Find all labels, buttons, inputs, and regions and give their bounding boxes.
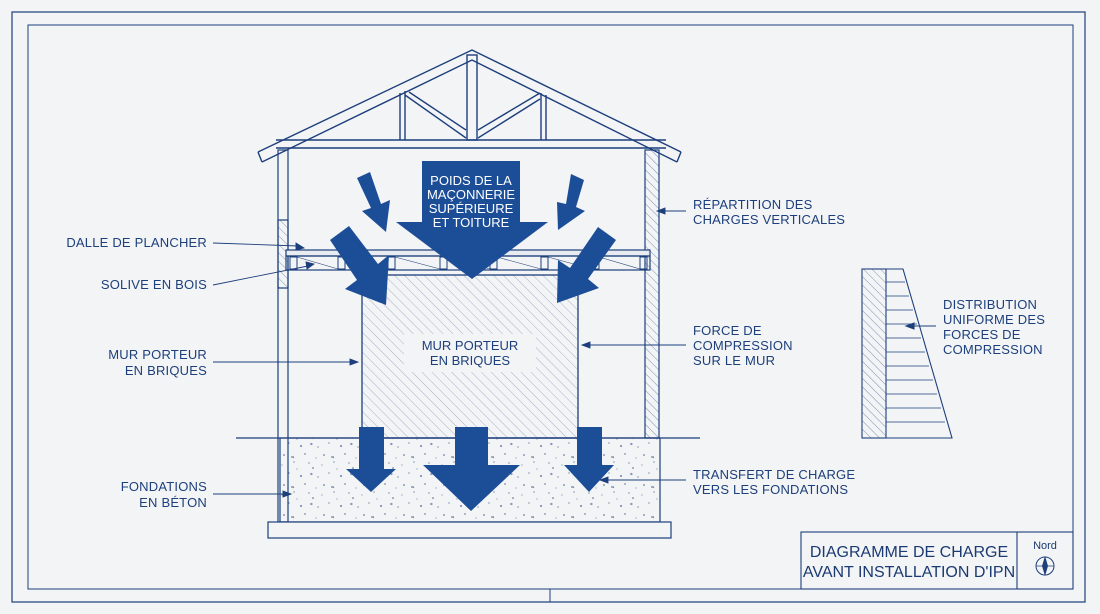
load-arrows (330, 161, 616, 511)
north-label: Nord (1033, 540, 1057, 552)
roof-truss (257, 49, 682, 163)
wall-label-line1: MUR PORTEUR (422, 338, 519, 353)
title-block (800, 531, 1074, 590)
label-foundation-line2: EN BÉTON (139, 495, 207, 510)
label-bearing-wall-line2: EN BRIQUES (125, 363, 207, 378)
main-arrow-line3: SUPÉRIEURE (429, 201, 514, 216)
diag-arrow-left (330, 226, 389, 305)
label-wood-joist: SOLIVE EN BOIS (101, 277, 207, 292)
label-uniform-line2: UNIFORME DES (943, 312, 1045, 327)
label-uniform-line4: COMPRESSION (943, 342, 1043, 357)
title-line1: DIAGRAMME DE CHARGE (810, 544, 1008, 561)
foundation-arrow-left (346, 427, 396, 492)
wall-label-backdrop (404, 334, 536, 372)
label-compression-line3: SUR LE MUR (693, 353, 775, 368)
foundation-arrow-center (423, 427, 520, 511)
label-bearing-wall-line1: MUR PORTEUR (108, 347, 207, 362)
label-distribution-line2: CHARGES VERTICALES (693, 212, 845, 227)
main-arrow-line1: POIDS DE LA (430, 173, 512, 188)
left-leaders (212, 242, 360, 498)
main-load-arrow (396, 161, 548, 279)
label-compression-line1: FORCE DE (693, 323, 762, 338)
label-transfer-line1: TRANSFERT DE CHARGE (693, 467, 855, 482)
foundation-footing (267, 521, 672, 539)
small-arrow-left (357, 172, 390, 232)
label-transfer-line2: VERS LES FONDATIONS (693, 482, 848, 497)
outer-border (11, 11, 1086, 603)
compass-icon (1035, 556, 1055, 576)
label-floor-slab: DALLE DE PLANCHER (66, 235, 207, 250)
right-leaders (580, 207, 686, 484)
wall-label-line2: EN BRIQUES (430, 353, 511, 368)
uniform-distribution-detail (861, 268, 953, 439)
title-line2: AVANT INSTALLATION D'IPN (803, 564, 1015, 581)
label-uniform-line1: DISTRIBUTION (943, 297, 1037, 312)
foundation-arrow-right (564, 427, 614, 492)
main-arrow-line4: ET TOITURE (433, 215, 510, 230)
label-compression-line2: COMPRESSION (693, 338, 793, 353)
label-foundation-line1: FONDATIONS (121, 479, 207, 494)
label-uniform-line3: FORCES DE (943, 327, 1021, 342)
right-wall (644, 149, 660, 439)
small-arrow-right (557, 174, 585, 230)
main-arrow-line2: MAÇONNERIE (427, 187, 515, 202)
label-distribution-line1: RÉPARTITION DES (693, 197, 813, 212)
diag-arrow-right (557, 227, 616, 303)
